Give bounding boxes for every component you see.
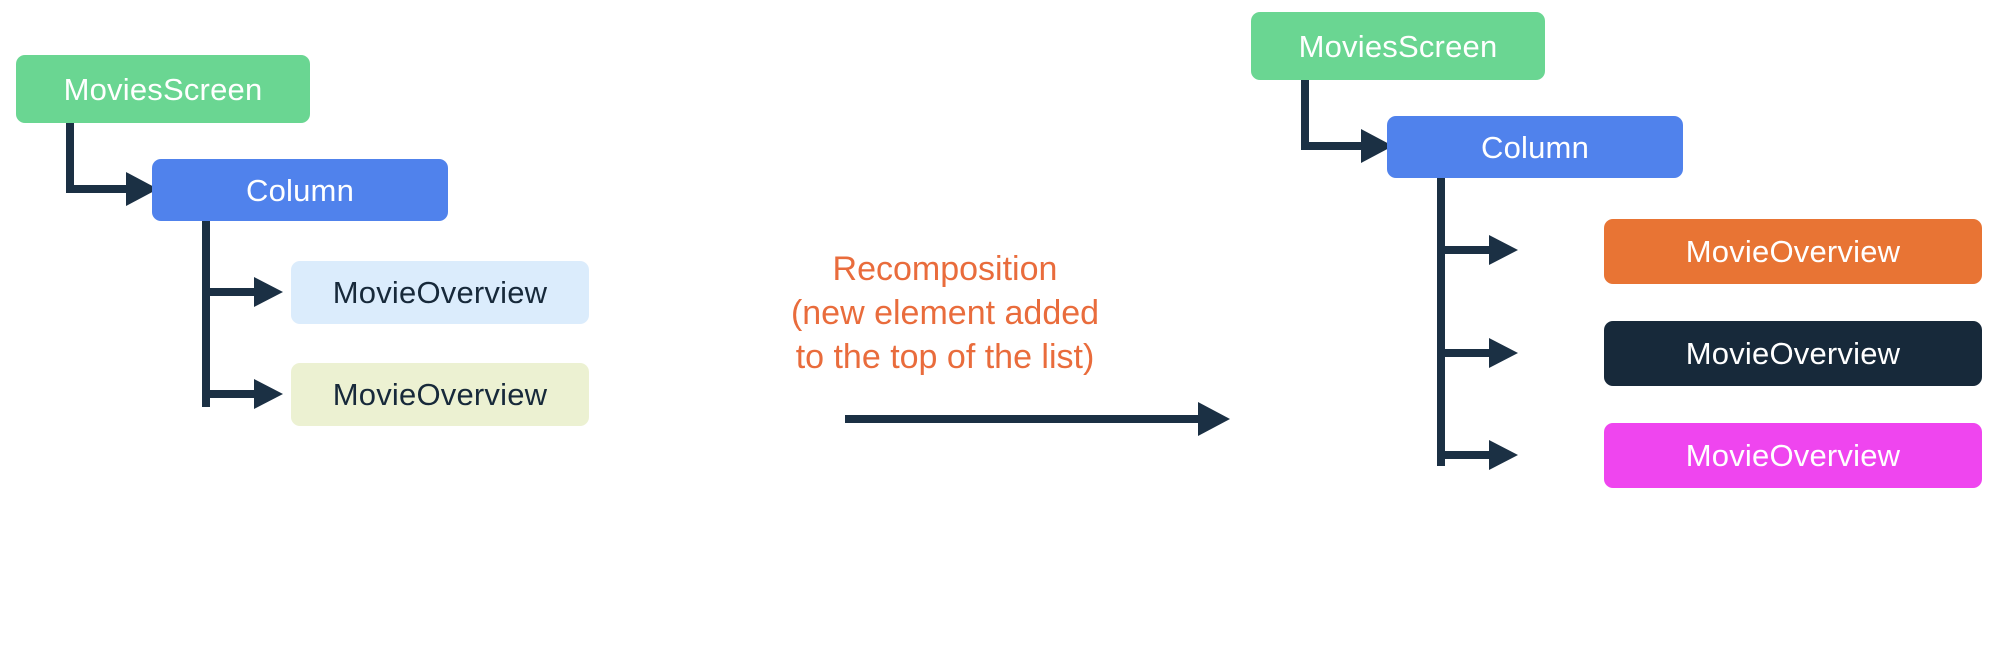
node-movie-overview-right-3: MovieOverview — [1604, 423, 1982, 488]
connector-root-to-column-right-horizontal — [1301, 142, 1371, 150]
node-movie-overview-left-2: MovieOverview — [291, 363, 589, 426]
connector-root-to-column-left-vertical — [66, 123, 74, 193]
node-label: MovieOverview — [1685, 336, 1901, 371]
node-movie-overview-right-2: MovieOverview — [1604, 321, 1982, 386]
node-movie-overview-right-1: MovieOverview — [1604, 219, 1982, 284]
arrowhead-branch-1-right — [1489, 235, 1518, 265]
connector-branch-2-left — [202, 390, 264, 398]
node-label: Column — [1480, 129, 1590, 165]
arrowhead-branch-2-left — [254, 379, 283, 409]
node-label: MovieOverview — [332, 275, 548, 310]
node-label: MovieOverview — [1685, 438, 1901, 473]
recomposition-caption: Recomposition (new element added to the … — [790, 250, 1100, 377]
node-movie-overview-left-1: MovieOverview — [291, 261, 589, 324]
arrowhead-branch-1-left — [254, 277, 283, 307]
connector-branch-1-right — [1437, 246, 1499, 254]
node-movies-screen-right: MoviesScreen — [1251, 12, 1545, 80]
arrowhead-branch-3-right — [1489, 440, 1518, 470]
connector-column-spine-left — [202, 221, 210, 407]
connector-branch-2-right — [1437, 349, 1499, 357]
arrowhead-branch-2-right — [1489, 338, 1518, 368]
connector-root-to-column-right-vertical — [1301, 80, 1309, 150]
transition-arrow-shaft — [845, 415, 1205, 423]
node-label: MovieOverview — [1685, 234, 1901, 269]
node-label: MoviesScreen — [1298, 28, 1498, 64]
node-column-right: Column — [1387, 116, 1683, 178]
node-label: MovieOverview — [332, 377, 548, 412]
connector-root-to-column-left-horizontal — [66, 185, 136, 193]
connector-column-spine-right — [1437, 178, 1445, 466]
node-movies-screen-left: MoviesScreen — [16, 55, 310, 123]
connector-branch-1-left — [202, 288, 264, 296]
transition-arrowhead — [1198, 402, 1230, 436]
node-label: Column — [245, 172, 355, 208]
connector-branch-3-right — [1437, 451, 1499, 459]
node-column-left: Column — [152, 159, 448, 221]
node-label: MoviesScreen — [63, 71, 263, 107]
